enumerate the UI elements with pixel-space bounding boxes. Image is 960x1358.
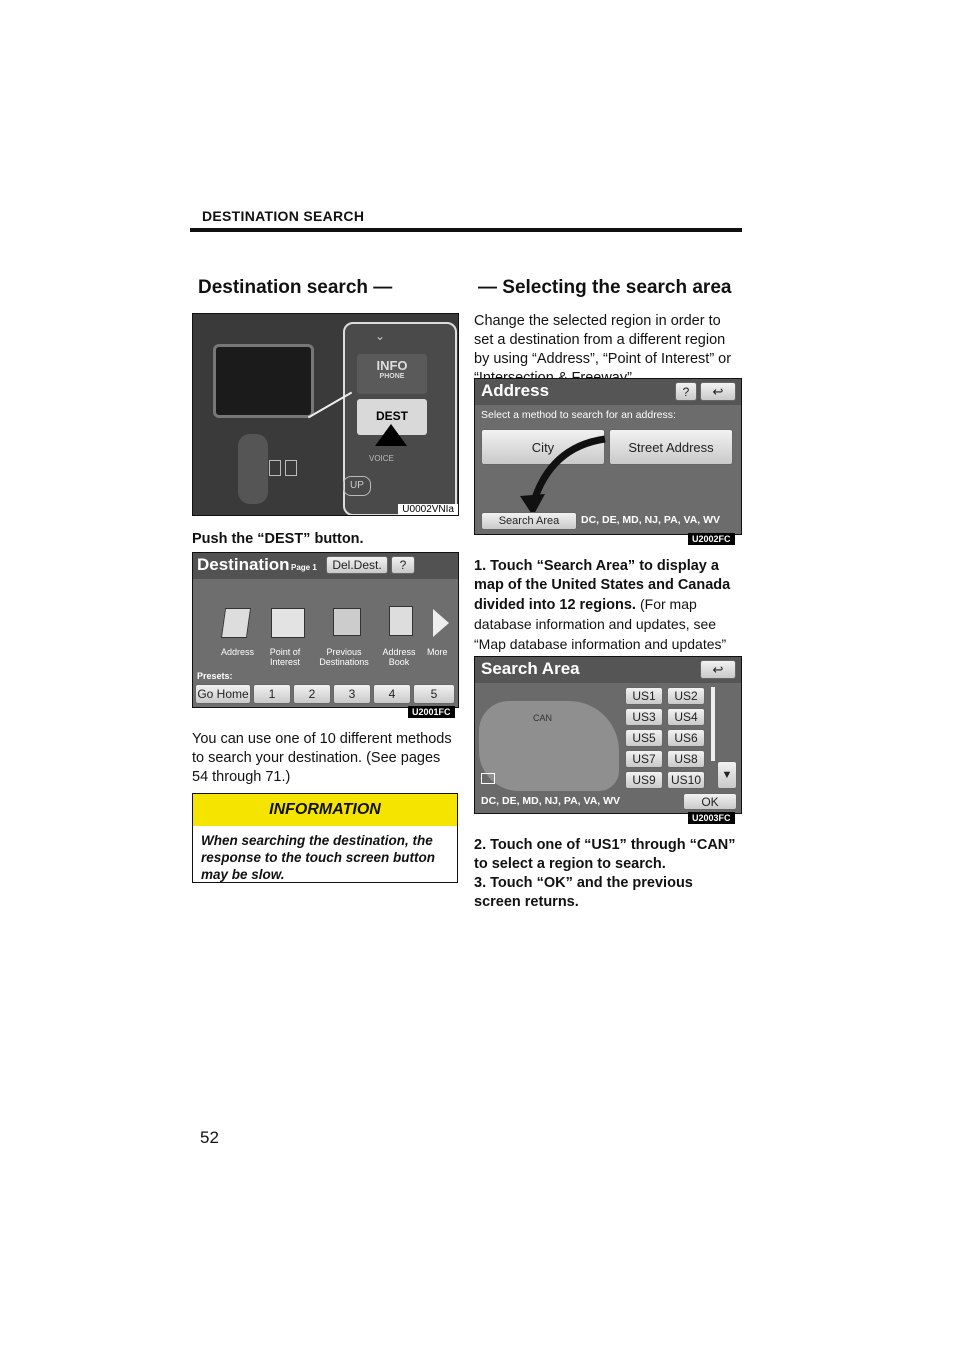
step-2: 2. Touch one of “US1” through “CAN” to s… [474, 837, 736, 872]
preset-go-home: Go Home [195, 684, 251, 704]
dashboard-figure: ⌄ INFO PHONE DEST VOICE UP U0002VNIa [192, 313, 459, 516]
help-button: ? [391, 556, 415, 574]
previous-destinations-icon [333, 608, 361, 636]
gear-shifter-illustration [238, 434, 268, 504]
step-push-dest: Push the “DEST” button. [192, 531, 364, 547]
right-title: — Selecting the search area [478, 277, 732, 298]
page-number: 52 [200, 1128, 219, 1147]
region-us3: US3 [625, 708, 663, 726]
phone-label: PHONE [379, 373, 405, 380]
left-title: Destination search — [198, 277, 393, 298]
address-screen-figure: Address ? ↩ Select a method to search fo… [474, 378, 742, 535]
map-label-can: CAN [533, 713, 553, 723]
more-arrow-icon [433, 609, 449, 637]
methods-paragraph: You can use one of 10 different methods … [192, 731, 452, 785]
current-region: DC, DE, MD, NJ, PA, VA, WV [481, 795, 621, 807]
touch-arrow-icon [520, 435, 606, 516]
screen-title: Destination [197, 555, 290, 574]
region-us2: US2 [667, 687, 705, 705]
region-us7: US7 [625, 750, 663, 768]
help-button: ? [675, 382, 697, 401]
region-us5: US5 [625, 729, 663, 747]
region-us1: US1 [625, 687, 663, 705]
preset-3: 3 [333, 684, 371, 704]
figure-code: U2003FC [688, 812, 735, 824]
address-book-icon [389, 606, 413, 636]
preset-4: 4 [373, 684, 411, 704]
preset-5: 5 [413, 684, 455, 704]
screen-titlebar [475, 657, 741, 683]
information-box: INFORMATION When searching the destinati… [192, 793, 458, 883]
region-us10: US10 [667, 771, 705, 789]
back-icon: ↩ [700, 382, 736, 401]
region-map [479, 701, 619, 791]
arrow-up-icon [375, 424, 407, 446]
chevron-down-icon: ⌄ [375, 329, 386, 343]
current-region: DC, DE, MD, NJ, PA, VA, WV [581, 514, 721, 526]
scroll-down-icon: ▼ [717, 761, 737, 789]
presets-label: Presets: [197, 671, 233, 681]
street-address-button: Street Address [609, 429, 733, 465]
figure-code: U2001FC [408, 706, 455, 718]
info-label: INFO [376, 358, 408, 373]
search-area-button: Search Area [481, 512, 577, 530]
address-icon [220, 608, 252, 638]
destination-screen-figure: Destination Page 1 Del.Dest. ? Address P… [192, 552, 459, 708]
search-prompt: Select a method to search for an address… [481, 409, 676, 421]
screen-title: Address [481, 381, 550, 400]
voice-label: VOICE [369, 454, 394, 463]
icon-label-previous: Previous Destinations [319, 647, 369, 667]
figure-code: U2002FC [688, 533, 735, 545]
region-us8: US8 [667, 750, 705, 768]
header-rule [190, 228, 742, 232]
information-heading: INFORMATION [193, 794, 457, 826]
step-1-bold: 1. Touch “Search Area” to display a map … [474, 558, 731, 613]
region-us4: US4 [667, 708, 705, 726]
preset-2: 2 [293, 684, 331, 704]
icon-label-more: More [427, 647, 448, 657]
nav-screen-illustration [213, 344, 314, 418]
seat-heater-switch [269, 460, 281, 476]
seat-heater-switch [285, 460, 297, 476]
intro-paragraph: Change the selected region in order to s… [474, 313, 732, 386]
region-us9: US9 [625, 771, 663, 789]
icon-label-address-book: Address Book [382, 647, 416, 667]
ok-button: OK [683, 793, 737, 810]
screen-title: Search Area [481, 659, 580, 678]
search-area-screen-figure: Search Area ↩ CAN US1 US2 US3 US4 US5 US… [474, 656, 742, 814]
preset-1: 1 [253, 684, 291, 704]
section-header: DESTINATION SEARCH [202, 208, 365, 224]
step-1-note: (For map database information and update… [474, 596, 727, 672]
page-indicator: Page 1 [291, 563, 317, 572]
step-3: 3. Touch “OK” and the previous screen re… [474, 875, 693, 910]
poi-icon [271, 608, 305, 638]
info-phone-button: INFO PHONE [357, 354, 427, 394]
del-dest-button: Del.Dest. [326, 556, 388, 574]
hi-inset-icon [481, 773, 495, 784]
information-text: When searching the destination, the resp… [201, 833, 436, 882]
icon-label-address: Address [221, 647, 255, 657]
up-button: UP [343, 476, 371, 496]
icon-label-poi: Point of Interest [269, 647, 301, 667]
scrollbar [711, 687, 715, 761]
step-1: 1. Touch “Search Area” to display a map … [474, 557, 742, 675]
region-us6: US6 [667, 729, 705, 747]
figure-code: U0002VNIa [398, 504, 458, 515]
callout-panel: ⌄ INFO PHONE DEST VOICE UP [343, 322, 457, 515]
back-icon: ↩ [700, 660, 736, 679]
